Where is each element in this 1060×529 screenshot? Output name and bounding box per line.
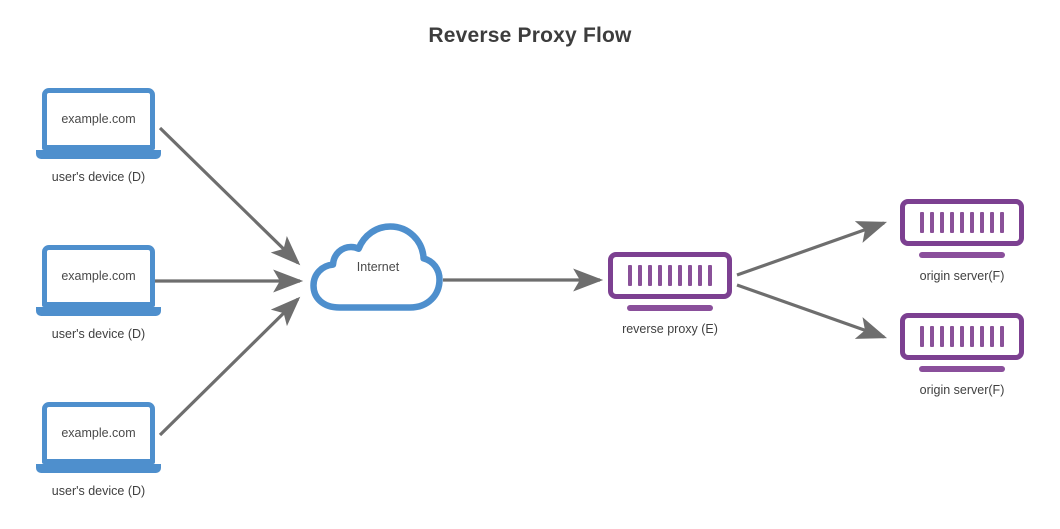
server-bar: [658, 265, 662, 286]
client-node-top[interactable]: example.com user's device (D): [36, 88, 161, 184]
server-bar: [980, 326, 984, 347]
client-node-middle[interactable]: example.com user's device (D): [36, 245, 161, 341]
internet-label: Internet: [356, 260, 400, 274]
server-bar: [708, 265, 712, 286]
server-bar: [970, 326, 974, 347]
laptop-screen: example.com: [42, 245, 155, 307]
origin-server-node-top[interactable]: origin server(F): [897, 199, 1027, 283]
server-bar: [950, 326, 954, 347]
server-bar: [980, 212, 984, 233]
server-bar: [678, 265, 682, 286]
laptop-screen: example.com: [42, 402, 155, 464]
reverse-proxy-label: reverse proxy (E): [622, 322, 718, 336]
edge-proxy-to-origin-bottom: [736, 283, 888, 339]
client-label-middle: user's device (D): [51, 327, 146, 341]
client-label-top: user's device (D): [51, 170, 146, 184]
origin-server-label-bottom: origin server(F): [919, 383, 1005, 397]
server-bar: [970, 212, 974, 233]
laptop-base: [36, 150, 161, 159]
server-bar: [628, 265, 632, 286]
page-title: Reverse Proxy Flow: [428, 24, 632, 47]
laptop-url-text: example.com: [61, 269, 136, 283]
server-bar: [920, 212, 924, 233]
origin-server-node-bottom[interactable]: origin server(F): [897, 313, 1027, 397]
server-bar: [990, 326, 994, 347]
server-icon: [900, 199, 1024, 246]
laptop-base: [36, 464, 161, 473]
internet-cloud-node[interactable]: Internet: [305, 221, 445, 313]
cloud-icon: [310, 223, 443, 311]
server-bar: [638, 265, 642, 286]
server-bar: [1000, 212, 1004, 233]
server-bar: [990, 212, 994, 233]
laptop-base: [36, 307, 161, 316]
laptop-screen: example.com: [42, 88, 155, 150]
server-bar: [940, 326, 944, 347]
server-bar: [668, 265, 672, 286]
server-bar: [960, 326, 964, 347]
server-foot: [919, 252, 1005, 258]
server-bar: [688, 265, 692, 286]
origin-server-label-top: origin server(F): [919, 269, 1005, 283]
server-bar: [1000, 326, 1004, 347]
server-bar: [930, 326, 934, 347]
reverse-proxy-node[interactable]: reverse proxy (E): [605, 252, 735, 336]
client-label-bottom: user's device (D): [51, 484, 146, 498]
edge-client-bottom-to-internet: [158, 296, 301, 437]
server-foot: [919, 366, 1005, 372]
server-bar: [698, 265, 702, 286]
server-bar: [920, 326, 924, 347]
edge-client-top-to-internet: [158, 126, 301, 266]
server-icon: [900, 313, 1024, 360]
edge-proxy-to-origin-top: [736, 221, 888, 277]
client-node-bottom[interactable]: example.com user's device (D): [36, 402, 161, 498]
server-bar: [950, 212, 954, 233]
server-icon: [608, 252, 732, 299]
server-bar: [940, 212, 944, 233]
laptop-url-text: example.com: [61, 426, 136, 440]
server-bar: [648, 265, 652, 286]
server-foot: [627, 305, 713, 311]
server-bar: [960, 212, 964, 233]
server-bar: [930, 212, 934, 233]
laptop-url-text: example.com: [61, 112, 136, 126]
